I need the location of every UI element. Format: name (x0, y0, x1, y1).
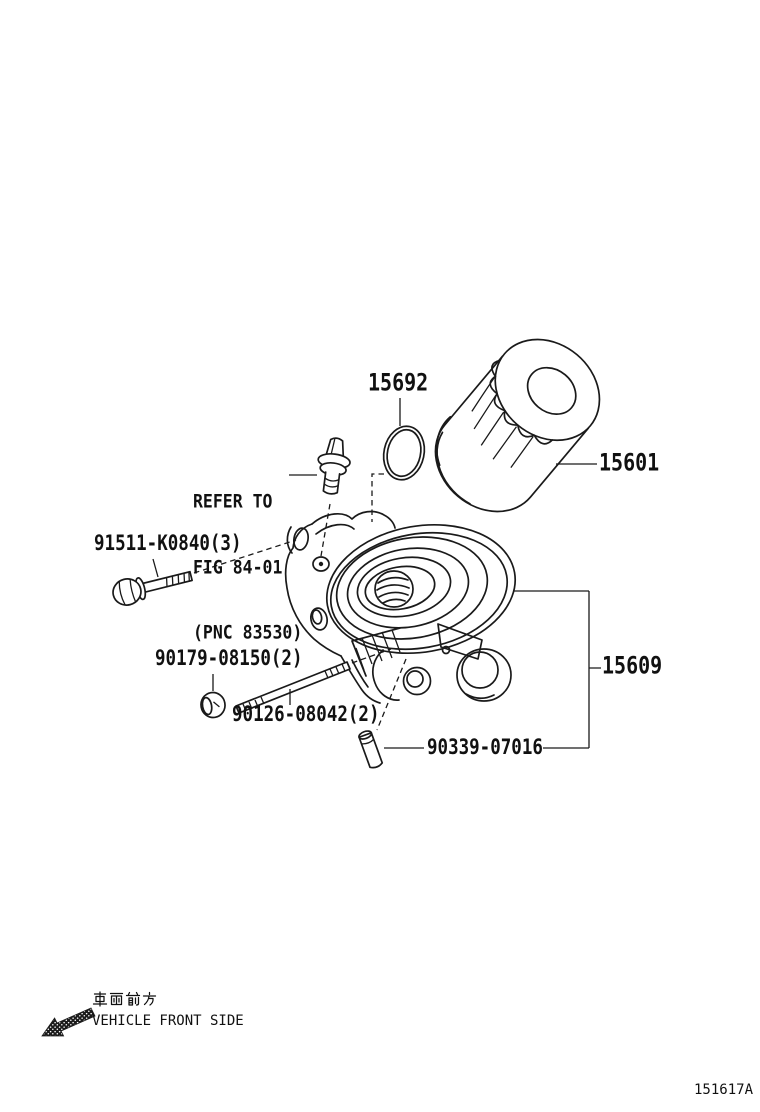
vehicle-front-kanji (92, 991, 157, 1007)
kanji-hou (142, 991, 157, 1006)
part-label-nut[interactable]: 90179-08150(2) (155, 646, 303, 671)
oil-filter-drawing (434, 338, 601, 513)
dashed-assembly-lines (193, 473, 407, 731)
part-label-oil-filter[interactable]: 15601 (599, 447, 660, 477)
reference-note-line3: (PNC 83530) (193, 621, 303, 643)
kanji-zen (125, 991, 141, 1006)
part-label-bolt[interactable]: 91511-K0840(3) (94, 531, 242, 556)
sensor-drawing (317, 437, 351, 495)
reference-note-line1: REFER TO (193, 490, 273, 512)
oil-filter-bracket-drawing (284, 510, 517, 704)
gasket-drawing (382, 425, 426, 481)
reference-note: REFER TO FIG 84-01 (PNC 83530) (193, 447, 302, 665)
nut-drawing (200, 691, 226, 719)
reference-note-line2: FIG 84-01 (193, 556, 283, 578)
vehicle-front-label-en: VEHICLE FRONT SIDE (92, 1013, 244, 1029)
kanji-ryou (109, 992, 124, 1006)
bolt-drawing (112, 570, 193, 606)
figure-code: 151617A (694, 1082, 754, 1098)
plug-drawing (358, 730, 384, 769)
part-label-stud[interactable]: 90126-08042(2) (232, 702, 380, 727)
leader-lines (152, 398, 601, 749)
kanji-kuruma (92, 991, 108, 1007)
part-label-gasket[interactable]: 15692 (368, 367, 429, 397)
part-label-bracket[interactable]: 15609 (602, 650, 663, 680)
part-label-plug[interactable]: 90339-07016 (427, 735, 543, 760)
vehicle-front-arrow (41, 1007, 96, 1037)
stud-drawing (235, 661, 351, 714)
